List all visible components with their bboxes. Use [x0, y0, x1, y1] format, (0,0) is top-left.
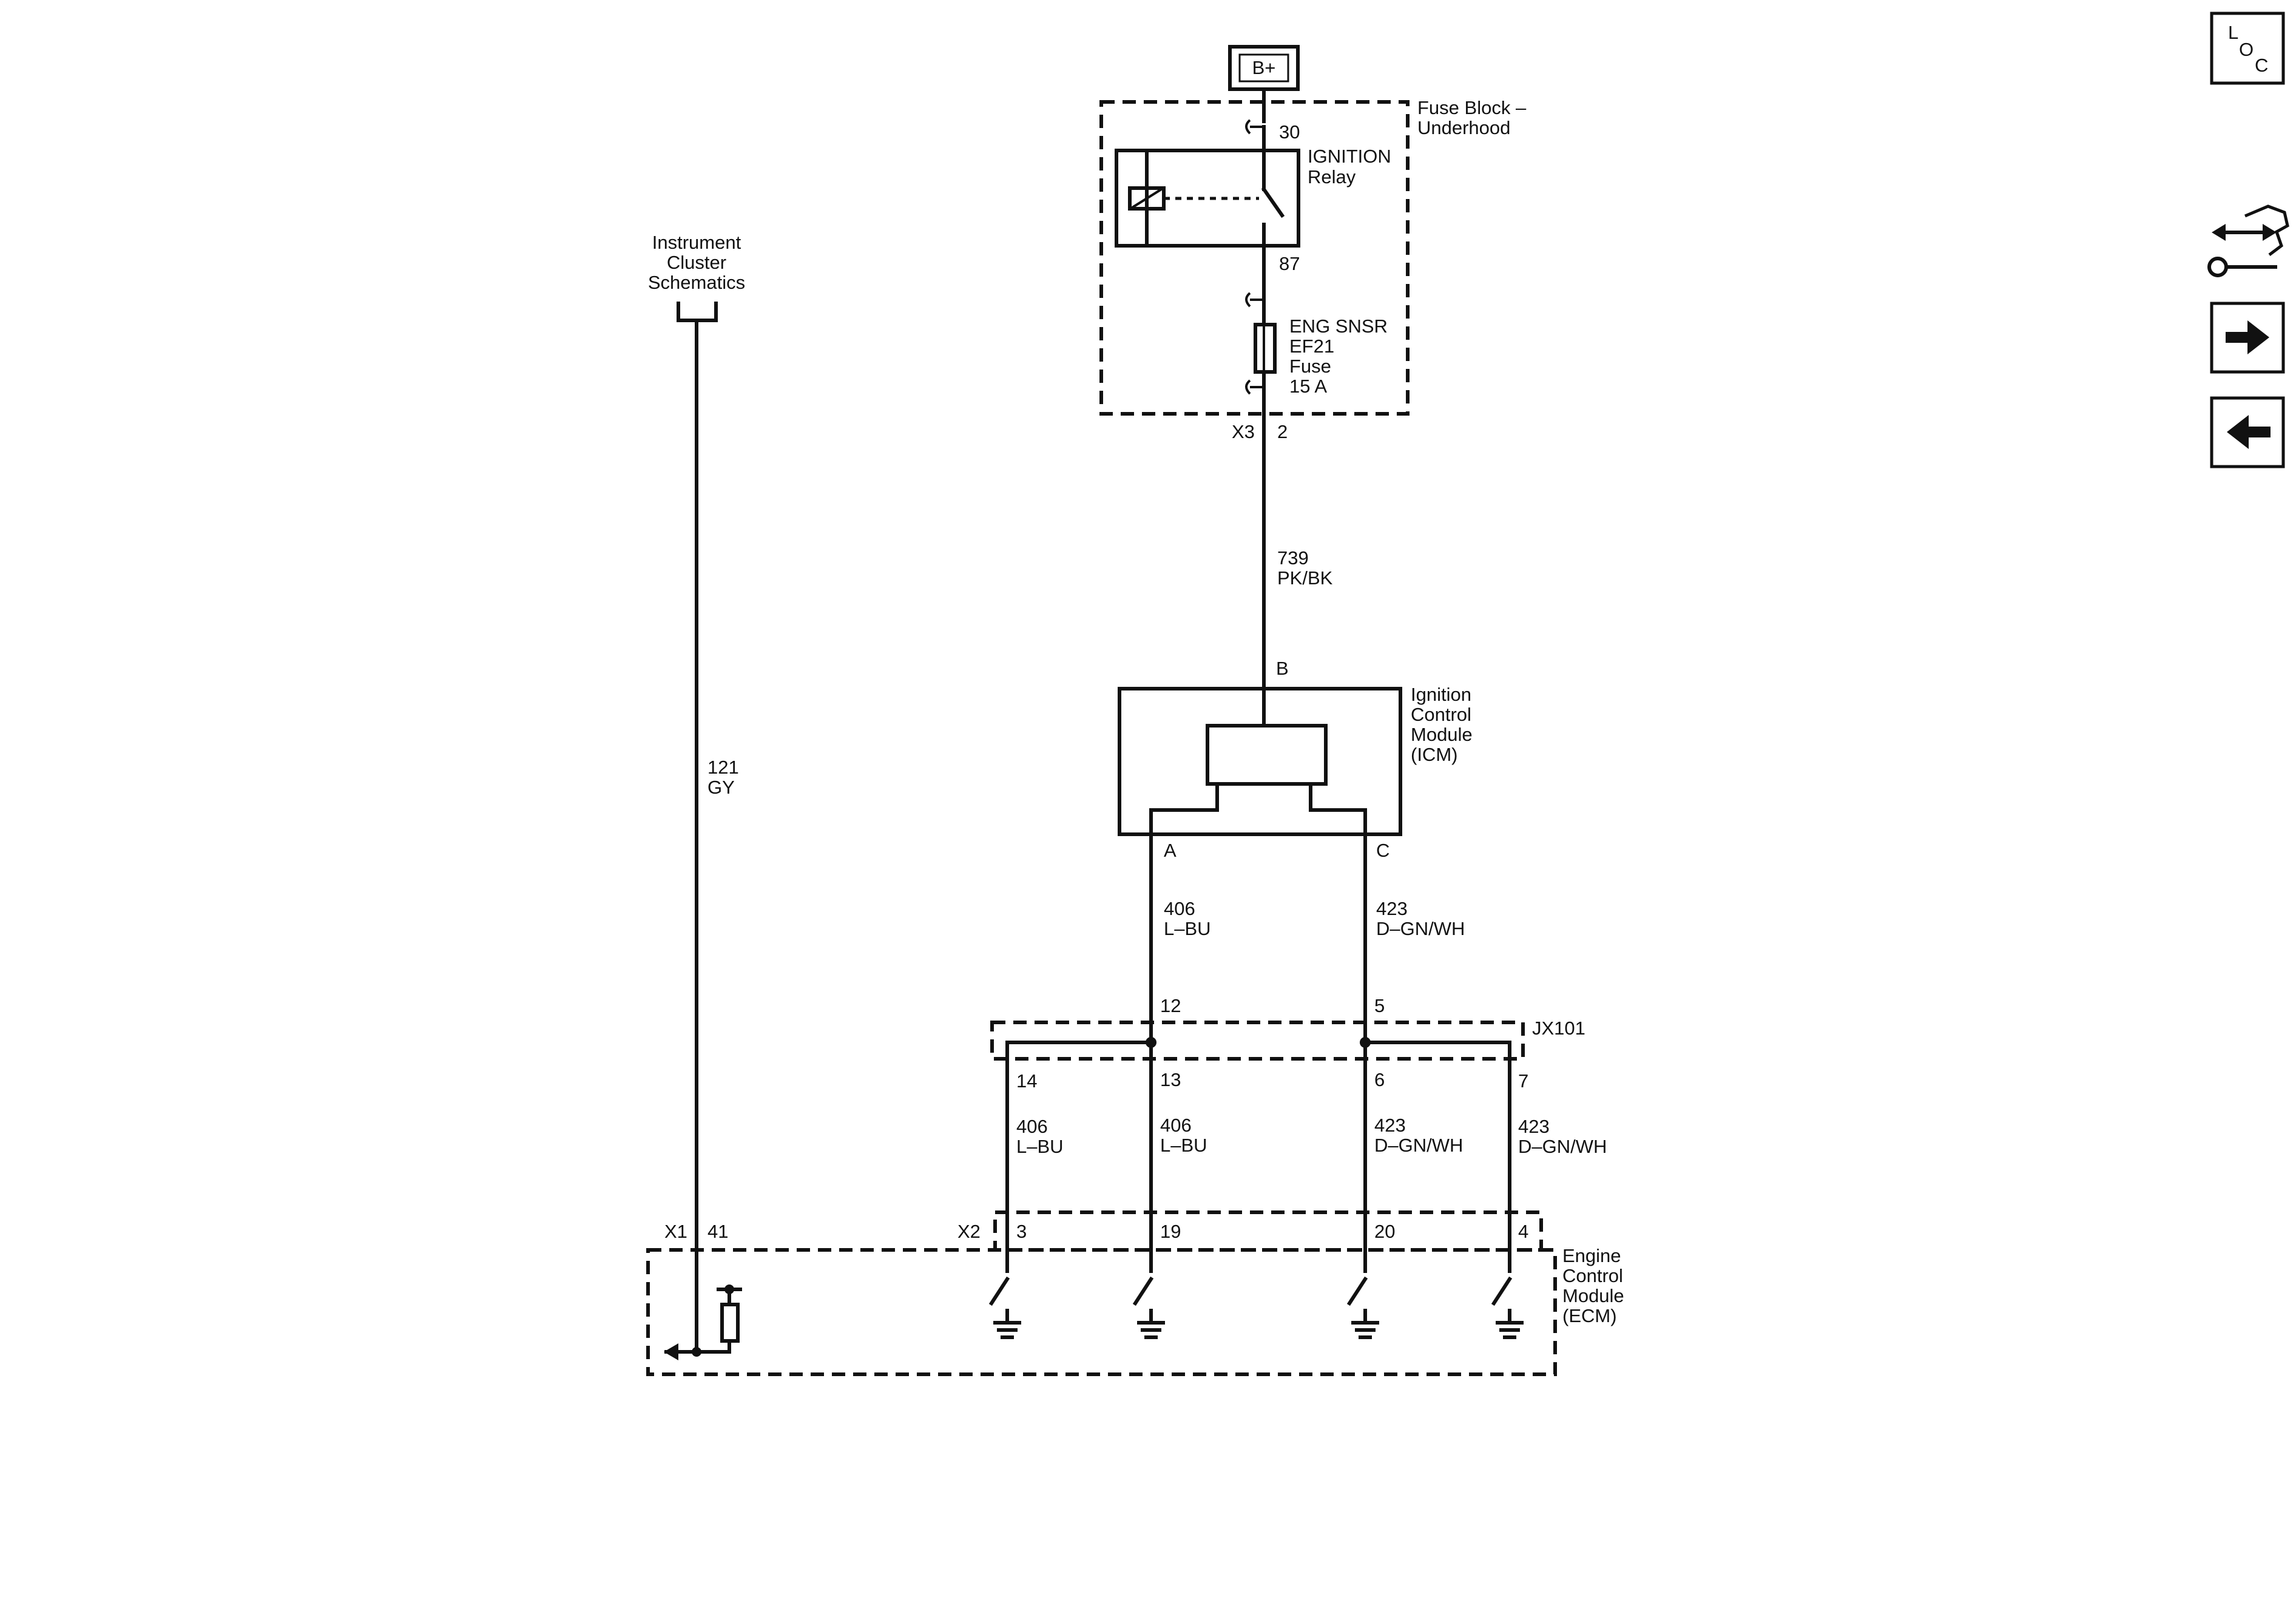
svg-text:Schematics: Schematics	[648, 272, 745, 293]
svg-text:C: C	[2255, 55, 2268, 76]
svg-text:20: 20	[1374, 1221, 1395, 1242]
connector-x1: X1	[664, 1221, 687, 1242]
svg-text:Module: Module	[1411, 724, 1473, 745]
svg-text:12: 12	[1160, 995, 1181, 1016]
relay-name: IGNITION	[1308, 146, 1391, 167]
icm-pin-c: C	[1376, 840, 1389, 861]
svg-text:Cluster: Cluster	[667, 252, 726, 273]
svg-text:Control: Control	[1562, 1265, 1623, 1286]
svg-text:Instrument: Instrument	[652, 232, 741, 253]
ground-switch-4	[1491, 1276, 1524, 1339]
fuse-block-name: Fuse Block –	[1417, 97, 1527, 118]
wire-739-circuit: 739	[1277, 547, 1309, 569]
icm-name: Ignition	[1411, 684, 1471, 705]
svg-text:6: 6	[1374, 1069, 1385, 1090]
next-button[interactable]	[2210, 302, 2285, 374]
svg-text:O: O	[2239, 39, 2254, 60]
svg-text:14: 14	[1016, 1070, 1037, 1092]
svg-text:(ECM): (ECM)	[1562, 1305, 1617, 1326]
svg-text:D–GN/WH: D–GN/WH	[1374, 1135, 1463, 1156]
svg-text:L–BU: L–BU	[1016, 1136, 1064, 1157]
svg-text:D–GN/WH: D–GN/WH	[1518, 1136, 1607, 1157]
ground-switch-3	[988, 1276, 1021, 1339]
svg-text:Relay: Relay	[1308, 166, 1356, 187]
svg-text:423: 423	[1376, 898, 1408, 919]
svg-text:Control: Control	[1411, 704, 1471, 725]
svg-text:L–BU: L–BU	[1160, 1135, 1207, 1156]
svg-text:ENG SNSR: ENG SNSR	[1289, 316, 1388, 337]
next-arrow-icon	[2226, 320, 2269, 354]
eng-snsr-fuse: ENG SNSR EF21 Fuse 15 A	[1254, 316, 1388, 397]
svg-text:423: 423	[1518, 1116, 1550, 1137]
instrument-cluster-reference: Instrument Cluster Schematics	[648, 232, 745, 322]
loc-icon: L O C	[2228, 22, 2268, 76]
wire-121-color: GY	[707, 777, 735, 798]
svg-text:15 A: 15 A	[1289, 376, 1327, 397]
ignition-control-module: B Ignition Control Module (ICM) A C	[1118, 658, 1473, 861]
ground-switch-19	[1132, 1276, 1165, 1339]
connector-x2: X2	[957, 1221, 981, 1242]
diagnostic-button[interactable]	[2207, 204, 2289, 277]
svg-text:406: 406	[1160, 1115, 1192, 1136]
svg-text:19: 19	[1160, 1221, 1181, 1242]
svg-text:406: 406	[1016, 1116, 1048, 1137]
previous-button[interactable]	[2210, 396, 2285, 468]
splice-name: JX101	[1532, 1018, 1585, 1039]
svg-text:5: 5	[1374, 995, 1385, 1016]
power-source-b-plus: B+	[1228, 45, 1300, 91]
previous-arrow-icon	[2227, 415, 2271, 449]
svg-text:L: L	[2228, 22, 2238, 43]
connector-x3: X3	[1232, 421, 1255, 442]
splice-jx101: JX101 12 5 14 13 6 7	[990, 995, 1585, 1092]
svg-text:EF21: EF21	[1289, 336, 1334, 357]
svg-text:423: 423	[1374, 1115, 1406, 1136]
svg-text:Fuse: Fuse	[1289, 356, 1331, 377]
svg-text:D–GN/WH: D–GN/WH	[1376, 918, 1465, 939]
fuse-block-underhood: Fuse Block – Underhood 30 IGNITION Relay…	[1099, 87, 1527, 416]
svg-text:L–BU: L–BU	[1164, 918, 1211, 939]
loc-button[interactable]: L O C	[2210, 12, 2285, 85]
svg-text:B+: B+	[1252, 57, 1276, 78]
svg-text:4: 4	[1518, 1221, 1528, 1242]
icm-pin-b: B	[1276, 658, 1289, 679]
svg-text:7: 7	[1518, 1070, 1528, 1092]
wire-121-circuit: 121	[707, 757, 739, 778]
connector-x1-pin: 41	[707, 1221, 728, 1242]
engine-control-module: Engine Control Module (ECM) X1 41 X2 3 1…	[646, 1210, 1624, 1376]
svg-text:Underhood: Underhood	[1417, 117, 1510, 138]
svg-text:13: 13	[1160, 1069, 1181, 1090]
svg-text:(ICM): (ICM)	[1411, 744, 1457, 765]
svg-text:Module: Module	[1562, 1285, 1624, 1306]
ignition-relay: IGNITION Relay	[1115, 146, 1391, 248]
ecm-name: Engine	[1562, 1245, 1621, 1266]
svg-text:406: 406	[1164, 898, 1195, 919]
connector-x3-pin: 2	[1277, 421, 1288, 442]
diagnostic-icon	[2207, 204, 2289, 277]
relay-pin-30: 30	[1279, 121, 1300, 143]
icm-pin-a: A	[1164, 840, 1177, 861]
svg-text:3: 3	[1016, 1221, 1027, 1242]
wire-739-color: PK/BK	[1277, 567, 1333, 589]
relay-pin-87: 87	[1279, 253, 1300, 274]
ground-switch-20	[1346, 1276, 1379, 1339]
